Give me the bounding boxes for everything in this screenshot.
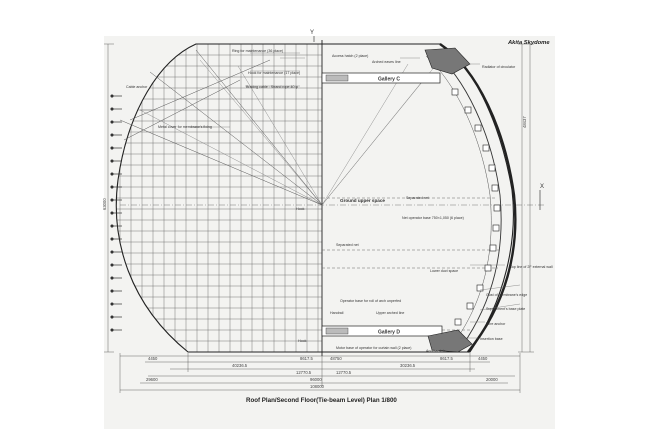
- right-dimension-lines: [518, 43, 534, 353]
- corner-buttress-bottom: [427, 329, 473, 353]
- label-wire-anchor: Wire anchor: [486, 322, 506, 326]
- net-operator-box: [464, 106, 472, 114]
- label-hook-bottom: Hook: [298, 339, 307, 343]
- net-operator-box: [484, 264, 492, 272]
- label-hook: Hook: [296, 207, 305, 211]
- label-operator-base-roll: Operator base for roll of arch unperfed: [340, 299, 401, 303]
- separated-net-lines: [322, 197, 500, 331]
- dim-30236: 30236.5: [400, 363, 416, 368]
- gallery-c: Gallery C: [321, 72, 441, 84]
- label-lower-duct-space: Lower duct space: [430, 269, 458, 273]
- dim-96000: 96000: [310, 377, 322, 382]
- gallery-d: Gallery D: [321, 325, 443, 337]
- net-operator-box: [488, 164, 496, 172]
- net-operator-box: [491, 184, 499, 192]
- dim-29600: 29600: [146, 377, 158, 382]
- label-arched-eaves: Arched eaves line: [372, 60, 401, 64]
- cable-anchor-dot: [110, 302, 114, 306]
- net-operator-box: [474, 124, 482, 132]
- cable-anchor-dot: [110, 276, 114, 280]
- corner-buttress-top: [424, 47, 471, 75]
- net-operator-box: [482, 144, 490, 152]
- net-operator-box: [489, 244, 497, 252]
- label-supplement-base-plate: Supplement's base plate: [486, 307, 525, 311]
- dome-outline: [115, 43, 514, 353]
- label-access-stair: Access stair: [426, 349, 446, 353]
- label-hook-maintenance: Hook for maintenance (17 place): [248, 71, 300, 75]
- cable-anchor-dot: [110, 120, 114, 124]
- arch-band-outer: [439, 43, 517, 353]
- label-radiator: Radiator of circulator: [482, 65, 516, 69]
- leader-lines: [140, 52, 521, 339]
- cable-anchor-dot: [110, 133, 114, 137]
- label-access-hatch: Access hatch (2 place): [332, 54, 368, 58]
- net-operator-box: [493, 204, 501, 212]
- left-dimension-lines: [104, 43, 114, 353]
- dim-40236: 40236.5: [232, 363, 248, 368]
- net-operator-box: [454, 318, 462, 326]
- label-bracing-cable: Bracing cable : Strand rope 40 φ: [246, 85, 299, 89]
- label-motor-base-curtain: Motor base of operator for curtain wall …: [336, 346, 412, 350]
- label-separated-net-top: Separated net: [406, 196, 429, 200]
- net-operator-box: [451, 88, 459, 96]
- dim-48437: 48437: [522, 116, 527, 128]
- cable-anchor-dot: [110, 211, 114, 215]
- label-top-line-external-wall: Top line of 2F external wall: [510, 265, 553, 269]
- label-cable-anchor: Cable anchor: [126, 85, 148, 89]
- label-upper-arched-line: Upper arched line: [376, 311, 404, 315]
- cable-anchor-dot: [110, 250, 114, 254]
- label-ground-upper-space: Ground upper space: [340, 198, 385, 203]
- cable-anchor-dot: [110, 107, 114, 111]
- dim-63000: 63000: [102, 198, 107, 210]
- cable-anchor-dot: [110, 185, 114, 189]
- drawing-title: Akita Skydome: [507, 40, 550, 46]
- label-net-operator-base: Net operator base 750×1,050 (6 place): [402, 216, 464, 220]
- axis-y-label: Y: [310, 30, 314, 36]
- net-operator-box: [466, 302, 474, 310]
- dimension-lines: [119, 353, 521, 393]
- label-insertion-base: Insertion base: [480, 337, 503, 341]
- dim-108000: 108000: [310, 384, 325, 389]
- axis-x-label: X: [540, 184, 544, 190]
- cable-anchor-dot: [110, 289, 114, 293]
- cable-anchor-dot: [110, 146, 114, 150]
- cable-anchor-dot: [110, 224, 114, 228]
- drawing-caption: Roof Plan/Second Floor(Tie-beam Level) P…: [246, 397, 397, 404]
- dim-12770a: 12770.5: [296, 370, 312, 375]
- label-ring-maintenance: Ring for maintenance (36 place): [232, 49, 283, 53]
- net-operator-bases: [451, 88, 501, 326]
- cable-anchor-dot: [110, 172, 114, 176]
- cable-anchor-dot: [110, 94, 114, 98]
- dim-4450b: 4450: [478, 356, 488, 361]
- cable-anchor-dot: [110, 263, 114, 267]
- net-operator-box: [492, 224, 500, 232]
- gallery-d-label: Gallery D: [378, 330, 400, 336]
- radial-lines: [139, 59, 441, 206]
- label-handrail: Handrail: [330, 311, 344, 315]
- label-metal-cover: Metal cover for membrane's fixing: [158, 125, 212, 129]
- label-gust-membrane-edge: Gust of membrane's edge: [486, 293, 527, 297]
- cable-anchor-ticks: [110, 94, 122, 332]
- cable-anchor-dot: [110, 198, 114, 202]
- cable-anchor-dot: [110, 328, 114, 332]
- cable-anchor-dot: [110, 159, 114, 163]
- net-operator-box: [476, 284, 484, 292]
- dim-48750: 48750: [330, 356, 342, 361]
- dim-8617: 8617.5: [300, 356, 313, 361]
- dim-4450: 4450: [148, 356, 158, 361]
- gallery-c-label: Gallery C: [378, 77, 400, 83]
- drawing-sheet: [104, 36, 555, 429]
- dim-20000: 20000: [486, 377, 498, 382]
- dim-8617b: 8617.5: [440, 356, 453, 361]
- dim-12770b: 12770.5: [336, 370, 352, 375]
- cable-anchor-dot: [110, 315, 114, 319]
- label-separated-net-mid: Separated net: [336, 243, 359, 247]
- cable-anchor-dot: [110, 237, 114, 241]
- arch-band-inner: [431, 49, 502, 347]
